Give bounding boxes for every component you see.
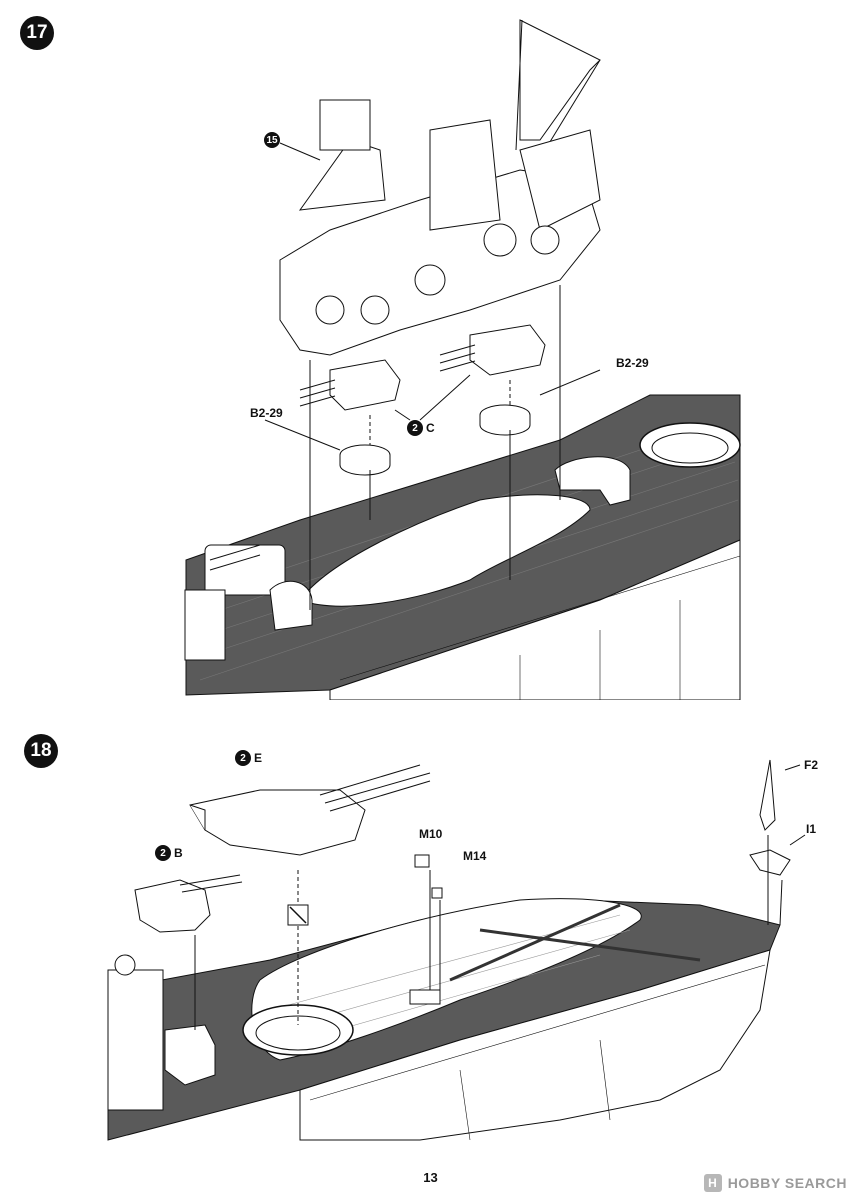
fore-assembly-guide-lines — [194, 764, 806, 1030]
fore-hull-side — [299, 949, 771, 1141]
step-number: 17 — [26, 22, 48, 43]
turret-b-part-number: 2 — [160, 847, 166, 859]
part-b2-29-right-label: B2-29 — [616, 356, 649, 370]
part-b2-29-right — [479, 404, 531, 436]
part-i1-label: I1 — [806, 822, 817, 836]
turret-e — [189, 764, 431, 856]
deck-clear-area — [299, 494, 591, 607]
watermark: H HOBBY SEARCH — [703, 1174, 847, 1192]
page-number: 13 — [423, 1170, 438, 1185]
sub-assembly-number: 15 — [266, 134, 278, 146]
part-b2-29-left-label: B2-29 — [250, 406, 283, 420]
step-number-badge: 18 — [24, 734, 58, 768]
turret-part-badge: 2 — [407, 420, 423, 436]
turret-e-part-badge: 2 — [235, 750, 251, 766]
step-number-badge: 17 — [20, 16, 54, 50]
anchor-chains — [449, 903, 701, 982]
turret-part-number: 2 — [412, 422, 418, 434]
cut-mark-icon — [287, 904, 309, 926]
part-f2-label: F2 — [804, 758, 819, 772]
step-17-illustration — [184, 19, 741, 700]
turret-b-label: B — [174, 846, 183, 860]
superstructure-assembly — [279, 19, 601, 356]
aft-turret — [184, 544, 313, 661]
turret-c — [299, 359, 401, 411]
fore-hull-lines — [309, 964, 766, 1141]
turret-forward-upper — [439, 324, 546, 376]
forward-superstructure — [107, 954, 216, 1111]
turret-e-label: E — [254, 751, 263, 765]
turret-b-part-badge: 2 — [155, 845, 171, 861]
bow-fittings — [409, 759, 791, 1005]
step-18-illustration — [107, 759, 806, 1141]
part-m14-label: M14 — [463, 849, 487, 863]
part-b2-29-left — [339, 444, 391, 476]
assembly-guide-lines — [264, 142, 601, 610]
deck-structure — [554, 456, 631, 506]
hull-side — [329, 539, 741, 700]
step-number: 18 — [30, 740, 52, 761]
turret-e-part-number: 2 — [240, 752, 246, 764]
watermark-text: HOBBY SEARCH — [727, 1175, 847, 1191]
hull-lines — [339, 555, 741, 700]
watermark-logo-icon: H — [703, 1174, 722, 1192]
sub-assembly-badge: 15 — [264, 132, 280, 148]
part-m10-label: M10 — [419, 827, 443, 841]
turret-c-label: C — [426, 421, 435, 435]
turret-b — [134, 874, 243, 933]
